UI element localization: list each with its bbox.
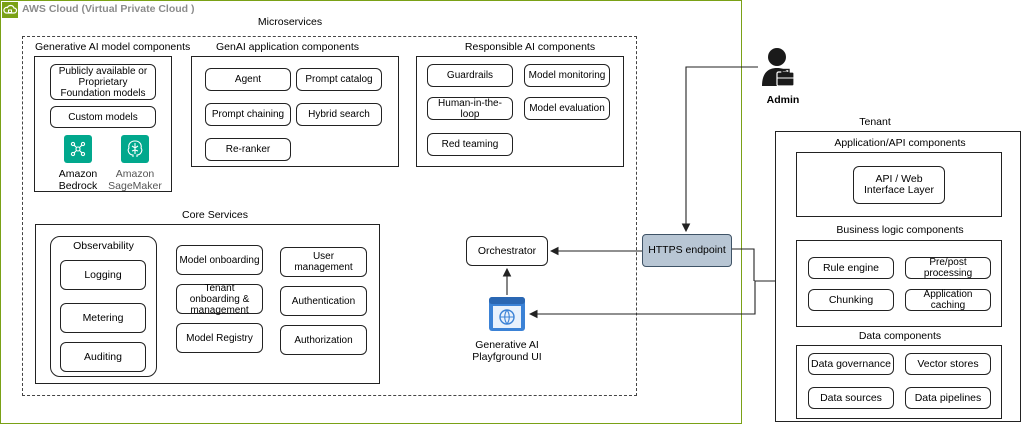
microservices-boundary bbox=[22, 36, 637, 396]
prompt-chaining-box: Prompt chaining bbox=[205, 103, 291, 126]
guardrails-box: Guardrails bbox=[427, 64, 513, 87]
genai-model-title: Generative AI model components bbox=[35, 41, 191, 53]
human-in-loop-box: Human-in-the-loop bbox=[427, 97, 513, 120]
bedrock-label: Amazon Bedrock bbox=[58, 168, 98, 192]
business-logic-panel bbox=[796, 240, 1002, 327]
foundation-models-box: Publicly available or Proprietary Founda… bbox=[50, 64, 156, 100]
api-layer-box: API / Web Interface Layer bbox=[853, 166, 945, 204]
orchestrator-box: Orchestrator bbox=[466, 236, 548, 266]
metering-box: Metering bbox=[60, 303, 146, 333]
aws-cloud-icon bbox=[2, 2, 18, 18]
app-api-title: Application/API components bbox=[834, 137, 966, 149]
admin-user-icon bbox=[760, 46, 796, 90]
tenant-to-playground-arrow bbox=[528, 280, 775, 319]
authorization-box: Authorization bbox=[280, 325, 367, 355]
custom-models-box: Custom models bbox=[50, 106, 156, 128]
admin-to-https-arrow bbox=[681, 66, 758, 233]
authentication-box: Authentication bbox=[280, 286, 367, 316]
app-caching-box: Application caching bbox=[905, 289, 991, 311]
model-monitoring-box: Model monitoring bbox=[524, 64, 610, 87]
playground-label: Generative AI Playfground UI bbox=[472, 339, 542, 363]
sagemaker-label: Amazon SageMaker bbox=[108, 168, 162, 192]
business-logic-title: Business logic components bbox=[836, 224, 964, 236]
data-components-title: Data components bbox=[858, 330, 942, 342]
data-sources-box: Data sources bbox=[808, 387, 894, 409]
tenant-onboarding-box: Tenant onboarding & management bbox=[176, 283, 263, 316]
https-endpoint-box: HTTPS endpoint bbox=[642, 234, 732, 267]
data-governance-box: Data governance bbox=[808, 353, 894, 375]
model-registry-box: Model Registry bbox=[176, 323, 263, 353]
sagemaker-icon bbox=[121, 135, 149, 163]
responsible-ai-title: Responsible AI components bbox=[464, 41, 596, 53]
tenant-title: Tenant bbox=[859, 116, 891, 128]
vector-stores-box: Vector stores bbox=[905, 353, 991, 375]
red-teaming-box: Red teaming bbox=[427, 133, 513, 156]
chunking-box: Chunking bbox=[808, 289, 894, 311]
model-onboarding-box: Model onboarding bbox=[176, 245, 263, 275]
observability-title: Observability bbox=[73, 240, 134, 252]
hybrid-search-box: Hybrid search bbox=[296, 103, 382, 126]
model-evaluation-box: Model evaluation bbox=[524, 97, 610, 120]
agent-box: Agent bbox=[205, 68, 291, 91]
prompt-catalog-box: Prompt catalog bbox=[296, 68, 382, 91]
logging-box: Logging bbox=[60, 260, 146, 290]
aws-cloud-title: AWS Cloud (Virtual Private Cloud ) bbox=[22, 3, 195, 15]
core-services-title: Core Services bbox=[182, 209, 248, 221]
microservices-title: Microservices bbox=[257, 16, 323, 28]
playground-ui-icon bbox=[488, 296, 526, 332]
auditing-box: Auditing bbox=[60, 342, 146, 372]
bedrock-icon bbox=[64, 135, 92, 163]
user-management-box: User management bbox=[280, 247, 367, 277]
reranker-box: Re-ranker bbox=[205, 138, 291, 161]
rule-engine-box: Rule engine bbox=[808, 257, 894, 279]
data-pipelines-box: Data pipelines bbox=[905, 387, 991, 409]
admin-label: Admin bbox=[766, 94, 800, 106]
https-to-tenant-line bbox=[732, 248, 755, 281]
prepost-processing-box: Pre/post processing bbox=[905, 257, 991, 279]
genai-app-title: GenAI application components bbox=[215, 41, 359, 53]
